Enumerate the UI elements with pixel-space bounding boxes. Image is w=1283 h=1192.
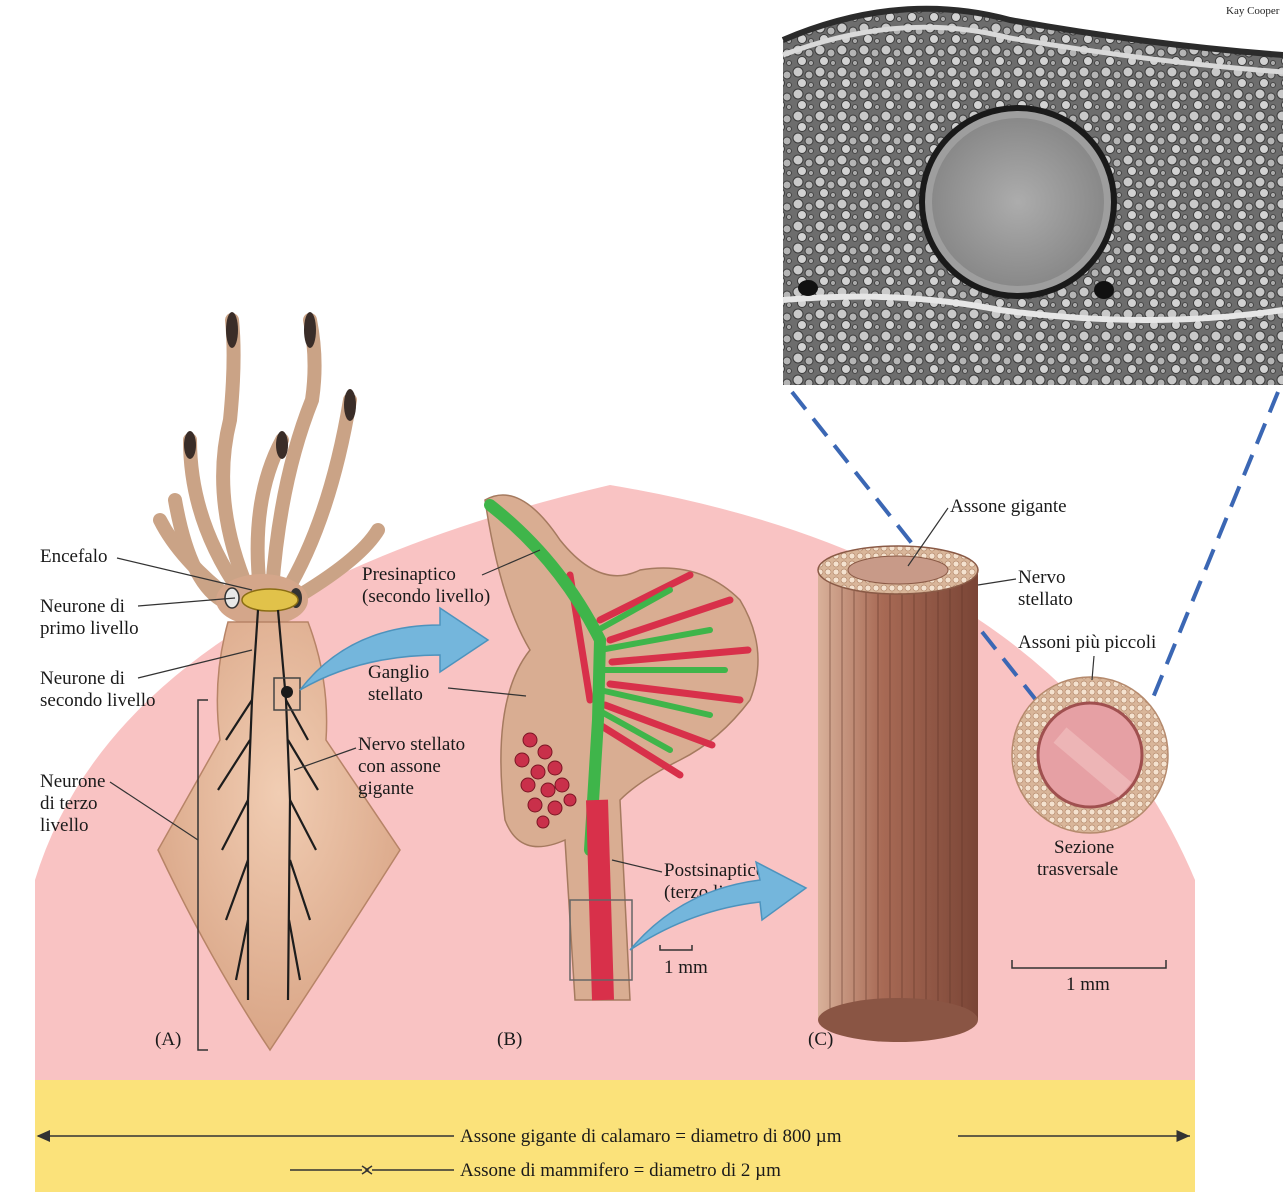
label-third-level-3: livello <box>40 815 89 836</box>
scale-label-b: 1 mm <box>664 957 708 978</box>
label-second-level-1: Neurone di <box>40 668 125 689</box>
label-third-level-2: di terzo <box>40 793 98 814</box>
panel-label-b: (B) <box>497 1029 522 1050</box>
label-ganglion-2: stellato <box>368 684 423 705</box>
panel-label-a: (A) <box>155 1029 181 1050</box>
label-second-level-2: secondo livello <box>40 690 156 711</box>
nerve-cylinder <box>818 546 978 1042</box>
label-first-level-1: Neurone di <box>40 596 125 617</box>
label-smaller-axons: Assoni più piccoli <box>1018 632 1156 653</box>
cylinder-giant-axon-top <box>848 556 948 584</box>
label-first-level-2: primo livello <box>40 618 139 639</box>
label-stellate-nerve-1: Nervo stellato <box>358 734 465 755</box>
label-presynaptic-2: (secondo livello) <box>362 586 490 607</box>
photo-credit: Kay Cooper <box>1226 5 1280 17</box>
squid-axon-caption: Assone gigante di calamaro = diametro di… <box>460 1126 842 1147</box>
label-stellate-nerve-2: con assone <box>358 756 441 777</box>
cross-section <box>1012 677 1168 833</box>
label-section-1: Sezione <box>1054 837 1114 858</box>
label-ganglion-1: Ganglio <box>368 662 429 683</box>
label-presynaptic-1: Presinaptico <box>362 564 456 585</box>
label-nerve-2: stellato <box>1018 589 1073 610</box>
brain-ganglia <box>242 589 298 611</box>
panel-label-c: (C) <box>808 1029 833 1050</box>
dashed-link-right <box>1150 392 1278 705</box>
label-giant-axon: Assone gigante <box>950 496 1067 517</box>
scale-label-c: 1 mm <box>1066 974 1110 995</box>
label-section-2: trasversale <box>1037 859 1118 880</box>
label-postsynaptic-1: Postsinaptico <box>664 860 765 881</box>
label-third-level-1: Neurone <box>40 771 105 792</box>
micrograph: Kay Cooper <box>783 0 1283 385</box>
mammal-axon-caption: Assone di mammifero = diametro di 2 µm <box>460 1160 781 1181</box>
label-encefalo: Encefalo <box>40 546 108 567</box>
label-stellate-nerve-3: gigante <box>358 778 414 799</box>
label-nerve-1: Nervo <box>1018 567 1065 588</box>
